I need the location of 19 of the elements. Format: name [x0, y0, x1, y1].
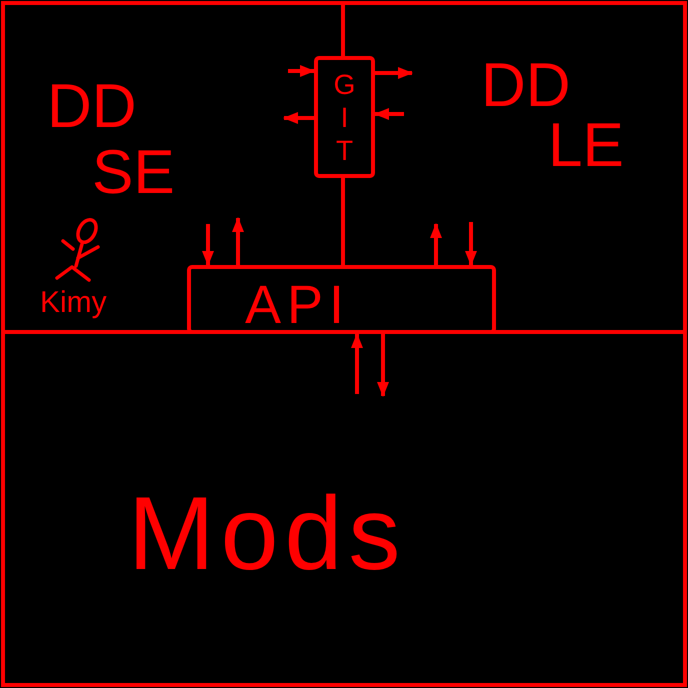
arrow [232, 217, 244, 265]
region-panel [1, 334, 687, 687]
box-label: API [245, 283, 350, 327]
connector-line [341, 178, 345, 265]
box-label: GIT [333, 68, 356, 166]
region-label: DD SE [47, 74, 176, 206]
arrow [202, 224, 214, 266]
arrow [430, 223, 442, 265]
arrow [283, 112, 314, 124]
component-box [314, 56, 375, 178]
person-name-label: Kimy [40, 286, 107, 320]
arrow [288, 65, 315, 77]
arrow [351, 333, 363, 394]
arrow [377, 334, 389, 397]
region-label: Mods [128, 479, 406, 589]
region-label: DD LE [481, 56, 625, 176]
arrow [465, 222, 477, 266]
arrow [374, 108, 404, 120]
arrow [375, 67, 413, 79]
